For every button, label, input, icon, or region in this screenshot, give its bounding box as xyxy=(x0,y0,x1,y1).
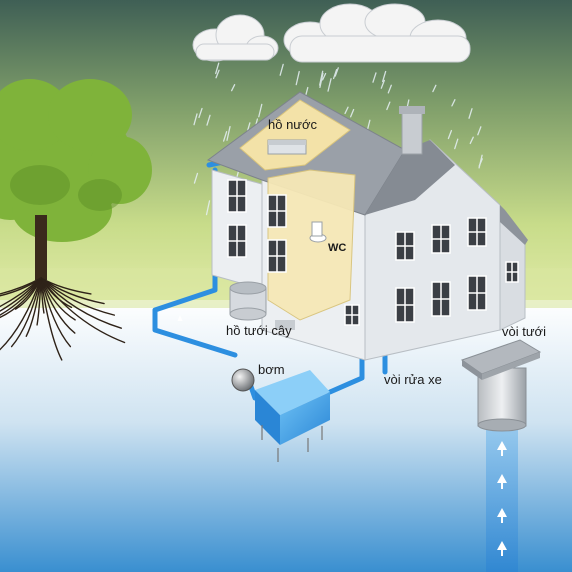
toilet-icon xyxy=(309,221,327,243)
garden-tank-label: hồ tưới cây xyxy=(226,323,292,338)
well-icon xyxy=(460,339,542,572)
cloud-icon xyxy=(192,14,279,62)
water-tank-label: hồ nước xyxy=(268,117,318,132)
tree-icon xyxy=(0,79,152,361)
pump-label: bơm xyxy=(258,362,285,377)
car-wash-tap-label: vòi rửa xe xyxy=(384,372,442,387)
wc-label: WC xyxy=(328,242,347,254)
garden-tap-label: vòi tưới xyxy=(502,324,546,339)
water-tank-icon xyxy=(267,139,307,155)
pump-icon xyxy=(231,368,255,392)
underground-tank-icon xyxy=(255,370,330,462)
cistern-icon xyxy=(229,281,267,321)
cloud-icon xyxy=(283,3,471,63)
